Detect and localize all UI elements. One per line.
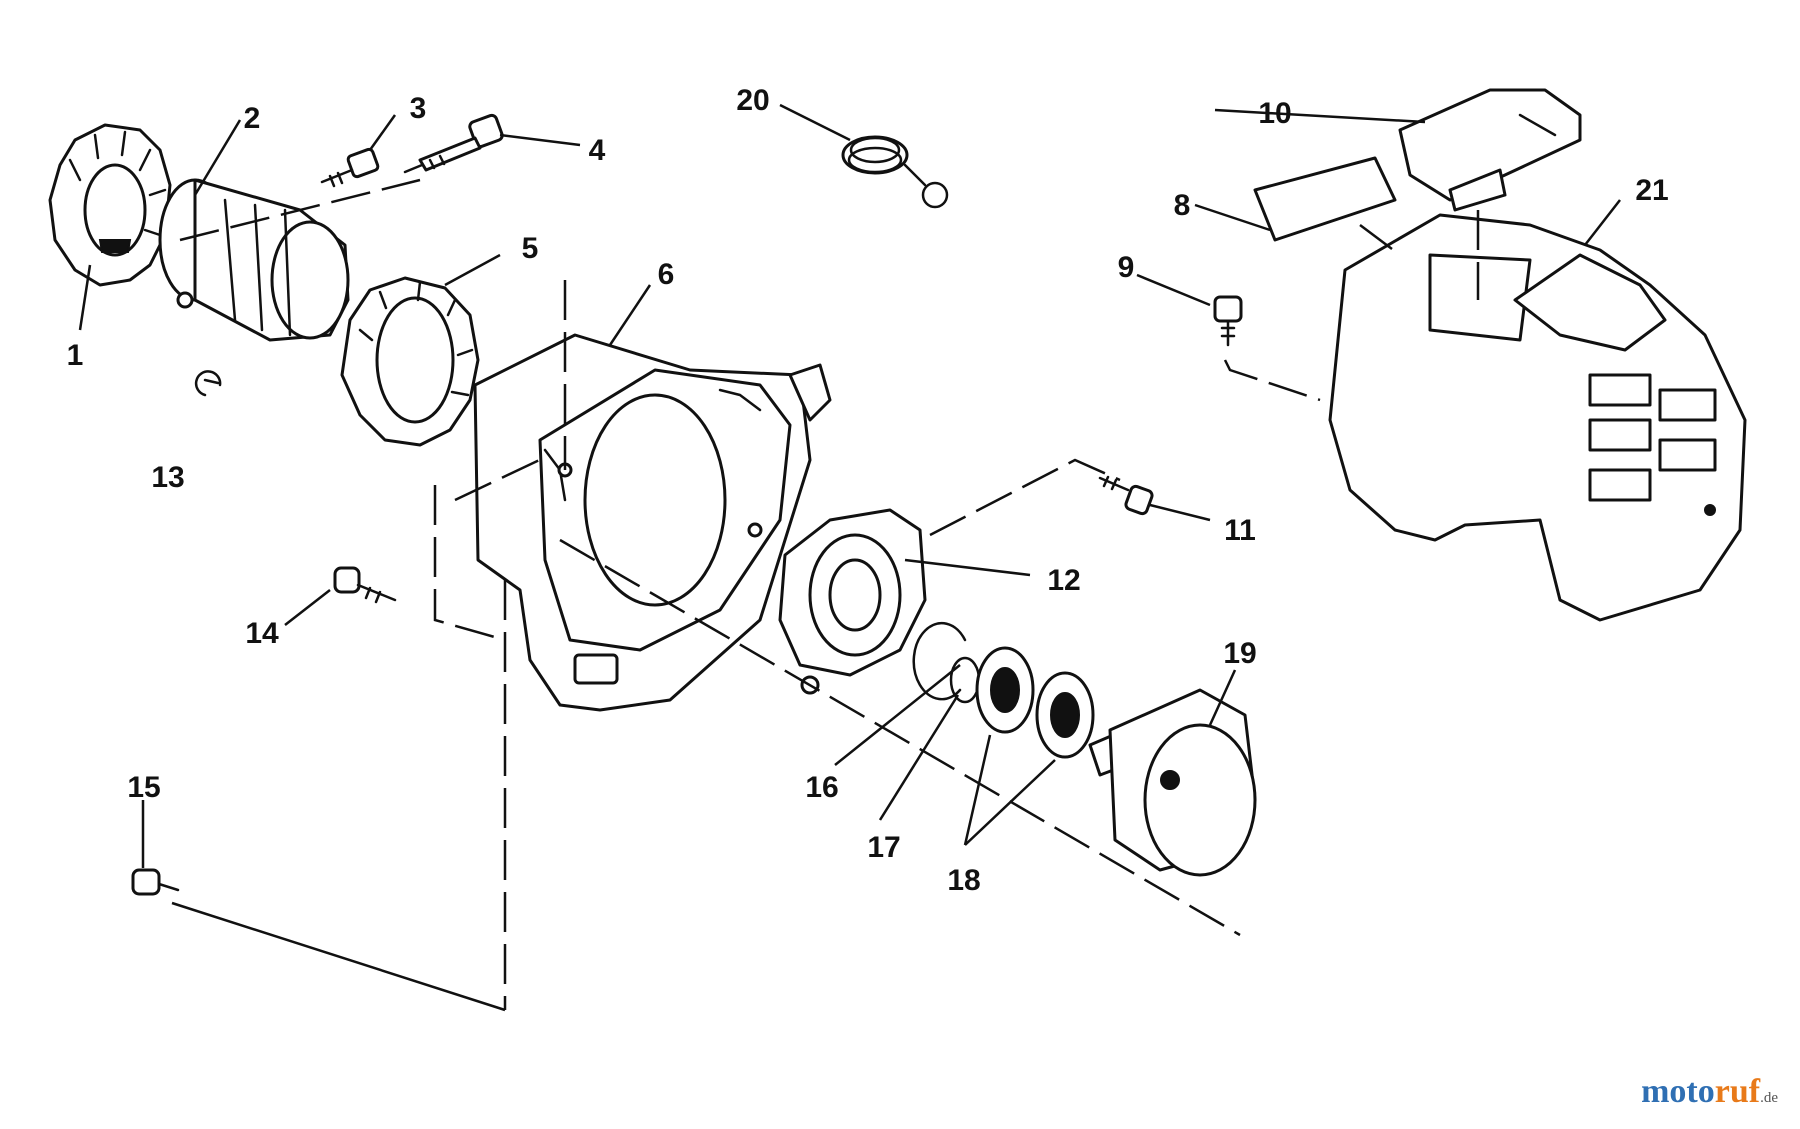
part-15-screw: [131, 868, 180, 896]
part-2-intake-boot: [158, 178, 350, 342]
callout-6: 6: [658, 258, 675, 291]
part-16-circlip: [912, 621, 967, 701]
callout-labels: 1 2 3 4 5 6 8 9 10 11 12 13 14 15 16 17 …: [67, 84, 1669, 897]
callout-1: 1: [67, 339, 84, 372]
callout-8: 8: [1174, 189, 1191, 222]
callout-17: 17: [867, 831, 900, 864]
part-12-flange: [778, 508, 927, 695]
part-13-clip: [194, 370, 222, 397]
part-14-screw: [333, 566, 397, 604]
part-4-bolt: [403, 113, 504, 174]
callout-2: 2: [244, 102, 261, 135]
motoruf-watermark-logo: motoruf.de: [1641, 1073, 1778, 1111]
callout-14: 14: [245, 617, 279, 650]
part-17-ring: [949, 656, 981, 704]
callout-5: 5: [522, 232, 539, 265]
part-9-screw: [1213, 295, 1243, 347]
part-11-screw: [1098, 475, 1154, 516]
callout-4: 4: [589, 134, 606, 167]
callout-18: 18: [947, 864, 980, 897]
callout-19: 19: [1223, 637, 1256, 670]
assembly-lines: [179, 178, 1480, 1010]
callout-13: 13: [151, 461, 184, 494]
part-10-cap: [1398, 88, 1582, 212]
callout-15: 15: [127, 771, 160, 804]
part-6-housing: [473, 333, 832, 712]
part-21-shroud: [1328, 213, 1747, 622]
callout-16: 16: [805, 771, 838, 804]
callout-9: 9: [1118, 251, 1135, 284]
callout-20: 20: [736, 84, 769, 117]
callout-12: 12: [1047, 564, 1080, 597]
part-19-clutch-drum: [1088, 688, 1257, 877]
callout-10: 10: [1258, 97, 1291, 130]
part-1-ring: [48, 123, 172, 287]
part-18-bearings: [975, 646, 1095, 759]
part-3-screw: [320, 147, 380, 188]
callout-11: 11: [1224, 514, 1256, 547]
callout-21: 21: [1635, 174, 1668, 207]
watermark-tld: .de: [1760, 1090, 1778, 1106]
part-5-ring: [340, 276, 480, 447]
leader-lines: [78, 103, 1621, 1012]
part-20-spring: [841, 135, 949, 209]
part-8-decal: [1253, 156, 1397, 242]
watermark-part-2: ruf: [1714, 1073, 1761, 1110]
callout-3: 3: [410, 92, 427, 125]
watermark-part-1: moto: [1641, 1073, 1715, 1110]
